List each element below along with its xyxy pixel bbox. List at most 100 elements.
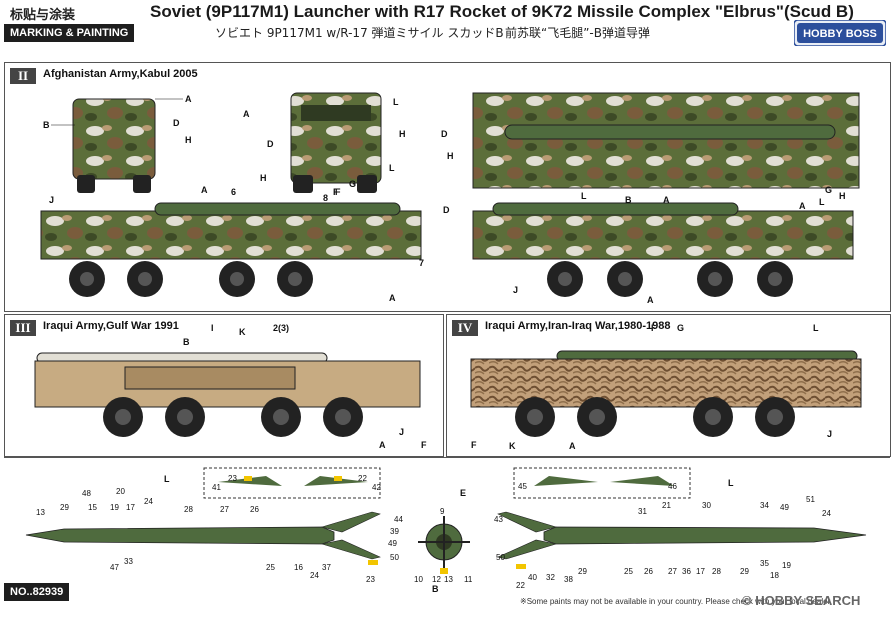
svg-text:A: A xyxy=(663,195,670,205)
svg-text:33: 33 xyxy=(124,557,133,566)
svg-text:10: 10 xyxy=(414,575,423,584)
svg-text:37: 37 xyxy=(322,563,331,572)
svg-text:49: 49 xyxy=(388,539,397,548)
svg-text:17: 17 xyxy=(126,503,135,512)
svg-text:27: 27 xyxy=(668,567,677,576)
svg-text:23: 23 xyxy=(366,575,375,584)
svg-text:13: 13 xyxy=(444,575,453,584)
svg-text:11: 11 xyxy=(464,575,473,584)
svg-text:J: J xyxy=(49,195,54,205)
svg-text:40: 40 xyxy=(528,573,537,582)
svg-text:G: G xyxy=(349,179,356,189)
svg-text:A: A xyxy=(243,109,250,119)
svg-text:L: L xyxy=(393,97,399,107)
svg-text:B: B xyxy=(43,120,50,130)
svg-text:24: 24 xyxy=(822,509,831,518)
svg-text:A: A xyxy=(201,185,208,195)
svg-text:I: I xyxy=(651,323,654,333)
svg-text:21: 21 xyxy=(662,501,671,510)
logo-text: HOBBY BOSS xyxy=(803,28,877,40)
svg-text:F: F xyxy=(333,187,339,197)
svg-text:J: J xyxy=(513,285,518,295)
svg-text:K: K xyxy=(509,441,516,451)
svg-text:48: 48 xyxy=(82,489,91,498)
page-title: Soviet (9P117M1) Launcher with R17 Rocke… xyxy=(150,2,854,21)
svg-text:H: H xyxy=(447,151,454,161)
watermark: © HOBBY SEARCH xyxy=(742,593,861,608)
svg-text:H: H xyxy=(260,173,267,183)
panel-iran-iraq: IV Iraqui Army,Iran-Iraq War,1980-1988 I… xyxy=(446,314,891,457)
svg-text:G: G xyxy=(677,323,684,333)
svg-text:B: B xyxy=(625,195,632,205)
svg-text:29: 29 xyxy=(60,503,69,512)
svg-text:17: 17 xyxy=(696,567,705,576)
subtitle-chinese: 前苏联“飞毛腿”-B弹道导弹 xyxy=(505,26,650,40)
svg-text:39: 39 xyxy=(390,527,399,536)
paint-availability-note: ※Some paints may not be available in you… xyxy=(520,597,833,606)
svg-text:45: 45 xyxy=(518,482,527,491)
svg-text:9: 9 xyxy=(440,507,445,516)
panel-title: Iraqui Army,Iran-Iraq War,1980-1988 xyxy=(485,320,671,332)
svg-text:F: F xyxy=(421,440,427,450)
svg-text:18: 18 xyxy=(770,571,779,580)
svg-text:41: 41 xyxy=(212,483,221,492)
svg-text:35: 35 xyxy=(760,559,769,568)
svg-text:J: J xyxy=(399,427,404,437)
hobbyboss-logo: HOBBY BOSS xyxy=(794,20,886,46)
svg-text:47: 47 xyxy=(110,563,119,572)
svg-text:36: 36 xyxy=(682,567,691,576)
svg-text:A: A xyxy=(799,201,806,211)
svg-text:B: B xyxy=(432,584,439,592)
svg-text:2(3): 2(3) xyxy=(273,323,289,333)
panel-title: Afghanistan Army,Kabul 2005 xyxy=(43,68,198,80)
svg-text:H: H xyxy=(185,135,192,145)
svg-text:L: L xyxy=(813,323,819,333)
svg-text:38: 38 xyxy=(564,575,573,584)
svg-text:32: 32 xyxy=(546,573,555,582)
svg-text:6: 6 xyxy=(231,187,236,197)
svg-text:31: 31 xyxy=(638,507,647,516)
svg-text:29: 29 xyxy=(740,567,749,576)
svg-text:25: 25 xyxy=(266,563,275,572)
svg-text:F: F xyxy=(335,187,341,197)
svg-text:50: 50 xyxy=(390,553,399,562)
svg-text:22: 22 xyxy=(516,581,525,590)
svg-text:46: 46 xyxy=(668,482,677,491)
svg-text:L: L xyxy=(581,191,587,201)
svg-text:22: 22 xyxy=(358,474,367,483)
svg-text:H: H xyxy=(839,191,846,201)
svg-text:G: G xyxy=(825,185,832,195)
svg-text:D: D xyxy=(173,118,180,128)
svg-text:J: J xyxy=(827,429,832,439)
panel-badge: III xyxy=(10,320,36,336)
svg-text:D: D xyxy=(443,205,450,215)
svg-text:25: 25 xyxy=(624,567,633,576)
svg-text:50: 50 xyxy=(496,553,505,562)
svg-text:28: 28 xyxy=(712,567,721,576)
svg-text:26: 26 xyxy=(644,567,653,576)
svg-text:F: F xyxy=(471,440,477,450)
svg-text:15: 15 xyxy=(88,503,97,512)
svg-text:A: A xyxy=(389,293,396,303)
svg-text:I: I xyxy=(211,323,214,333)
svg-text:29: 29 xyxy=(578,567,587,576)
svg-text:49: 49 xyxy=(780,503,789,512)
svg-text:44: 44 xyxy=(394,515,403,524)
svg-text:20: 20 xyxy=(116,487,125,496)
svg-text:L: L xyxy=(728,478,734,488)
product-number: NO..82939 xyxy=(4,583,70,601)
svg-text:43: 43 xyxy=(494,515,503,524)
svg-text:K: K xyxy=(239,327,246,337)
svg-text:24: 24 xyxy=(310,571,319,580)
svg-text:28: 28 xyxy=(184,505,193,514)
svg-text:16: 16 xyxy=(294,563,303,572)
svg-text:8: 8 xyxy=(323,193,328,203)
panel-afghanistan: II Afghanistan Army,Kabul 2005 xyxy=(4,62,891,312)
